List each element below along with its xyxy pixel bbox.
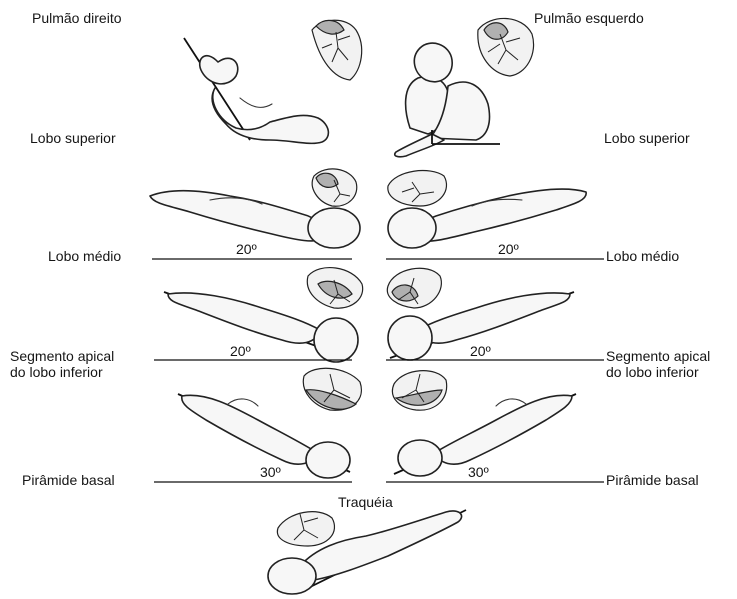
label-trachea: Traquéia [338, 494, 393, 510]
lung-outline [388, 171, 447, 206]
infant-head [414, 43, 452, 82]
label-middle-lobe-right: Lobo médio [606, 248, 679, 264]
infant-body [418, 293, 570, 343]
label-apical-line-1: Segmento apical [606, 348, 736, 364]
label-apical-line-2: do lobo inferior [10, 364, 150, 380]
infant-leg [395, 134, 444, 157]
angle-middle-left: 20º [236, 241, 257, 257]
infant-head [306, 442, 350, 478]
figure-upper-lobe-left-lung [395, 43, 500, 157]
lung-inset-basal-left [392, 371, 446, 411]
infant-body [212, 88, 328, 143]
infant-head [308, 208, 360, 248]
infant-head [388, 316, 432, 360]
infant-body [168, 293, 320, 343]
lung-outline [277, 512, 334, 546]
label-left-lung: Pulmão esquerdo [534, 10, 644, 26]
infant-body [182, 395, 316, 464]
lung-inset-apical-right [307, 268, 362, 309]
figure-upper-lobe-right-lung [184, 38, 328, 143]
angle-basal-right: 30º [468, 464, 489, 480]
lung-inset-trachea [277, 512, 334, 546]
infant-head [314, 318, 358, 362]
angle-middle-right: 20º [498, 241, 519, 257]
infant-head [388, 208, 436, 248]
lung-inset-upper-right [312, 20, 362, 80]
label-basal-pyramid-right: Pirâmide basal [606, 472, 699, 488]
infant-head [200, 56, 238, 84]
infant-head [268, 558, 316, 594]
infant-head [398, 440, 442, 476]
infant-body [436, 395, 572, 464]
angle-apical-left: 20º [230, 343, 251, 359]
label-upper-lobe-right: Lobo superior [604, 130, 690, 146]
infant-leg [496, 399, 526, 406]
label-apical-line-1: Segmento apical [10, 348, 150, 364]
angle-apical-right: 20º [470, 343, 491, 359]
infant-arm [240, 98, 272, 107]
lung-inset-middle-right [312, 169, 357, 206]
infant-leg [228, 399, 258, 406]
label-middle-lobe-left: Lobo médio [48, 248, 121, 264]
incline-board [184, 38, 250, 140]
lung-inset-upper-left [478, 18, 534, 76]
label-apical-line-2: do lobo inferior [606, 364, 736, 380]
label-right-lung: Pulmão direito [32, 10, 122, 26]
lung-inset-middle-left [388, 171, 447, 206]
label-basal-pyramid-left: Pirâmide basal [22, 472, 115, 488]
label-upper-lobe-left: Lobo superior [30, 130, 116, 146]
lung-inset-basal-right [303, 368, 361, 410]
lung-inset-apical-left [387, 268, 441, 308]
label-apical-segment-right: Segmento apical do lobo inferior [606, 348, 736, 380]
label-apical-segment-left: Segmento apical do lobo inferior [10, 348, 150, 380]
angle-basal-left: 30º [260, 464, 281, 480]
